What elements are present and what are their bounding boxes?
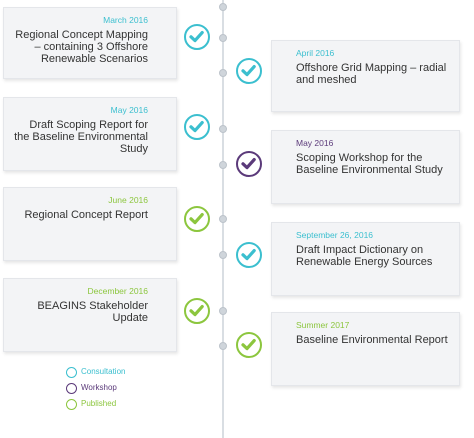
timeline-dot [219,251,227,259]
check-icon [184,24,210,50]
milestone-card: December 2016 BEAGINS Stakeholder Update [3,278,177,352]
milestone-date: December 2016 [87,286,148,296]
milestone-title: Draft Impact Dictionary on Renewable Ene… [296,244,433,268]
milestone-card: March 2016 Regional Concept Mapping – co… [3,7,177,79]
legend-label: Published [81,399,117,408]
milestone-card: May 2016 Scoping Workshop for the Baseli… [271,130,460,204]
legend-ring-icon [66,367,77,378]
milestone-title: Regional Concept Report [24,209,148,221]
milestone-title: Draft Scoping Report for the Baseline En… [14,119,148,155]
milestone-title: Regional Concept Mapping – containing 3 … [15,29,148,65]
check-icon [236,242,262,268]
timeline-dot [219,342,227,350]
milestone-card: Summer 2017 Baseline Environmental Repor… [271,312,460,386]
check-icon [184,298,210,324]
timeline-dot [219,161,227,169]
legend-ring-icon [66,399,77,410]
milestone-card: June 2016 Regional Concept Report [3,187,177,261]
milestone-date: Summer 2017 [296,320,350,330]
legend-ring-icon [66,383,77,394]
milestone-title: Scoping Workshop for the Baseline Enviro… [296,152,443,176]
check-icon [236,332,262,358]
milestone-date: June 2016 [108,195,148,205]
milestone-title: Baseline Environmental Report [296,334,448,346]
milestone-card: April 2016 Offshore Grid Mapping – radia… [271,40,460,112]
milestone-date: March 2016 [103,15,148,25]
milestone-card: September 26, 2016 Draft Impact Dictiona… [271,222,460,296]
timeline-dot [219,3,227,11]
check-icon [184,206,210,232]
check-icon [236,58,262,84]
timeline-dot [219,125,227,133]
legend-label: Consultation [81,367,126,376]
milestone-date: September 26, 2016 [296,230,374,240]
milestone-date: May 2016 [296,138,334,148]
timeline-dot [219,34,227,42]
timeline-dot [219,307,227,315]
check-icon [184,114,210,140]
milestone-title: Offshore Grid Mapping – radial and meshe… [296,62,447,86]
milestone-card: May 2016 Draft Scoping Report for the Ba… [3,97,177,171]
timeline-dot [219,69,227,77]
legend-label: Workshop [81,383,117,392]
milestone-date: May 2016 [110,105,148,115]
timeline-dot [219,215,227,223]
check-icon [236,151,262,177]
milestone-date: April 2016 [296,48,335,58]
milestone-title: BEAGINS Stakeholder Update [37,300,148,324]
